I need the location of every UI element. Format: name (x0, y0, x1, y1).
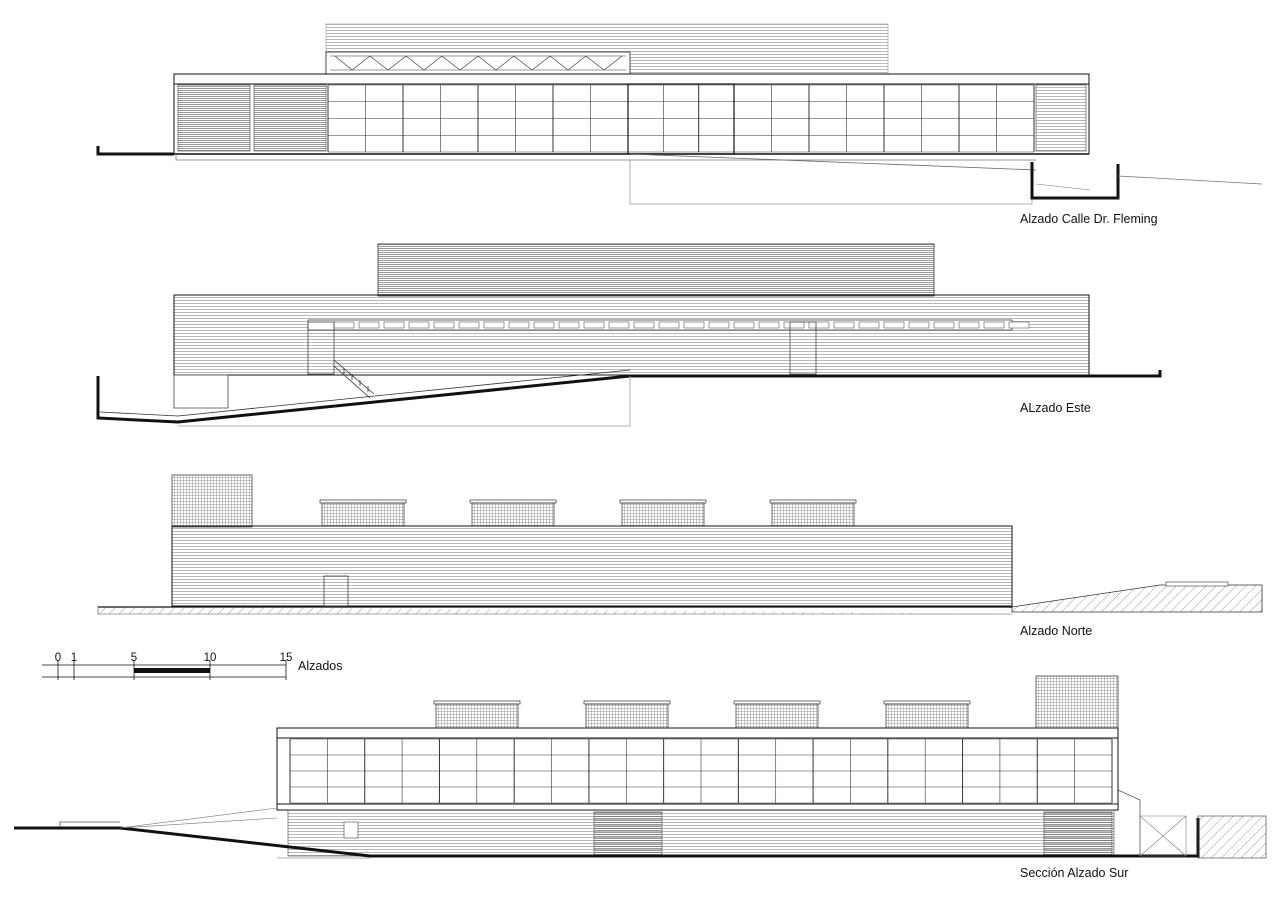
clerestory-strip (307, 319, 1030, 331)
rooftop-box (171, 474, 253, 528)
rooftop-box (1035, 675, 1119, 729)
scale-tick-15: 15 (280, 652, 293, 664)
louvre-panel (593, 811, 663, 857)
roof-slab (276, 727, 1119, 739)
door (307, 321, 335, 375)
ground-line (96, 146, 174, 156)
roof-truss (325, 51, 631, 75)
upper-volume (377, 243, 935, 297)
terrain (1197, 815, 1267, 859)
elevation-fleming: Alzado Calle Dr. Fleming (96, 23, 1263, 226)
elevation-este: ALzado Este (96, 243, 1162, 427)
elevation-label: Sección Alzado Sur (1020, 866, 1128, 880)
main-facade (173, 83, 1090, 155)
elevation-norte: Alzado Norte (97, 474, 1263, 638)
skylights (319, 499, 857, 527)
elevation-label: ALzado Este (1020, 401, 1091, 415)
louvre-panel (177, 84, 251, 152)
louvre-panel (1043, 811, 1113, 857)
ground-line (96, 370, 1162, 424)
skylights (433, 700, 971, 729)
scale-tick-1: 1 (71, 652, 77, 664)
louvre-panel (253, 84, 327, 152)
scale-bar: 0 1 5 10 15 Alzados (42, 652, 342, 680)
scale-tick-10: 10 (204, 652, 217, 664)
elevation-label: Alzado Calle Dr. Fleming (1020, 212, 1158, 226)
scale-caption: Alzados (298, 659, 342, 673)
stair (333, 359, 375, 399)
main-facade (173, 294, 1090, 376)
door (789, 321, 817, 375)
door (323, 575, 349, 607)
scale-tick-5: 5 (131, 652, 137, 664)
end-cladding (1035, 84, 1087, 152)
elevation-sur: Sección Alzado Sur (14, 675, 1267, 880)
terrain (1011, 584, 1263, 613)
curtain-wall (289, 738, 1113, 804)
scale-tick-0: 0 (55, 652, 61, 664)
door (343, 821, 359, 839)
main-facade (171, 525, 1013, 607)
elevation-label: Alzado Norte (1020, 624, 1092, 638)
roof-slab (173, 73, 1090, 85)
retaining-wall (1030, 162, 1120, 200)
lower-plinth (287, 809, 1115, 857)
